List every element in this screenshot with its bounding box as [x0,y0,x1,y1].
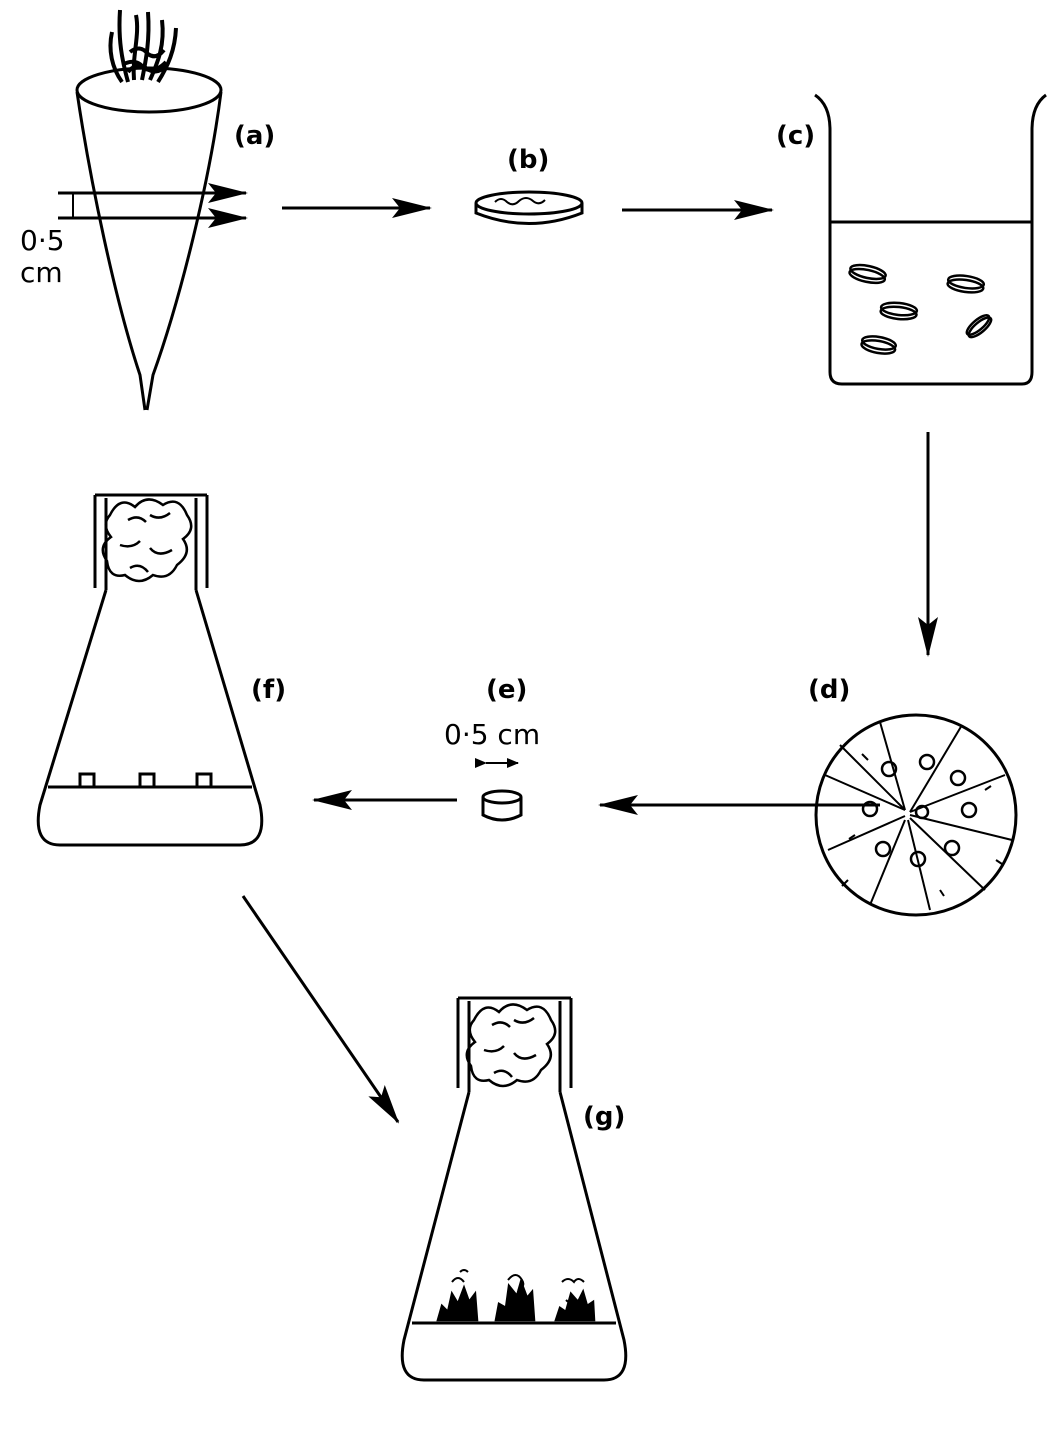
thickness-value-a: 0·5 [20,224,65,257]
root-illustration [58,9,248,411]
label-c: (c) [776,121,815,151]
label-e: (e) [486,675,527,705]
width-label-e: 0·5 cm [444,718,540,751]
petri-dish [814,713,1018,917]
beaker [814,93,1047,386]
label-f: (f) [251,675,286,705]
cotton-plug-f [101,498,193,583]
disc-slice [474,190,584,225]
label-g: (g) [583,1102,625,1132]
thickness-unit-a: cm [20,256,63,289]
beaker-discs [848,263,993,355]
label-a: (a) [234,121,275,151]
callus-growths [436,1278,596,1322]
tissue-cylinder [475,758,523,822]
root-leaves [108,9,178,84]
flask-f [36,493,264,847]
arrow-f-to-g [241,895,400,1124]
flask-g [400,996,628,1382]
label-d: (d) [808,675,850,705]
cotton-plug-g [465,1003,557,1088]
label-b: (b) [507,145,549,175]
